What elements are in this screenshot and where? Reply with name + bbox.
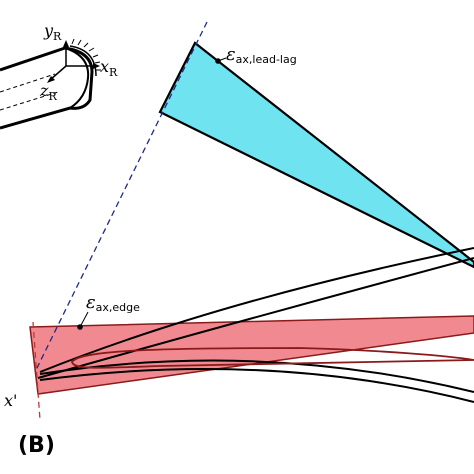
lead-lag-wedge [158,41,474,269]
blade-trailing-curve [39,359,474,393]
x-axis-arrowhead [93,63,100,69]
root-hidden-line [0,73,56,93]
lead-lag-label: εax,lead-lag [226,44,297,66]
z-axis-arrowhead [47,76,55,83]
blade-lower-curve [37,257,474,379]
edge-label: εax,edge [86,292,140,314]
root-body [0,46,94,130]
support-arc [69,45,97,77]
edge-leader [79,311,89,328]
y-axis-label: yR [43,21,62,43]
root-face [64,47,90,109]
panel-label: (B) [18,433,55,458]
blade-trailing-curve-2 [39,368,474,403]
xprime-label: x' [4,391,17,410]
blade-root-sketch [0,38,101,130]
x-axis-label: xR [100,57,118,79]
reference-dashed-line [34,21,208,373]
z-axis-label: zR [39,81,57,103]
y-axis-arrowhead [63,40,69,47]
xprime-dashed-line [32,321,41,421]
lead-lag-leader [217,57,227,62]
support-hatching [71,38,101,71]
blade-upper-curve [39,247,474,373]
edge-wedge [29,315,474,395]
z-axis-arrow [49,65,67,81]
root-hidden-line-2 [0,91,59,111]
